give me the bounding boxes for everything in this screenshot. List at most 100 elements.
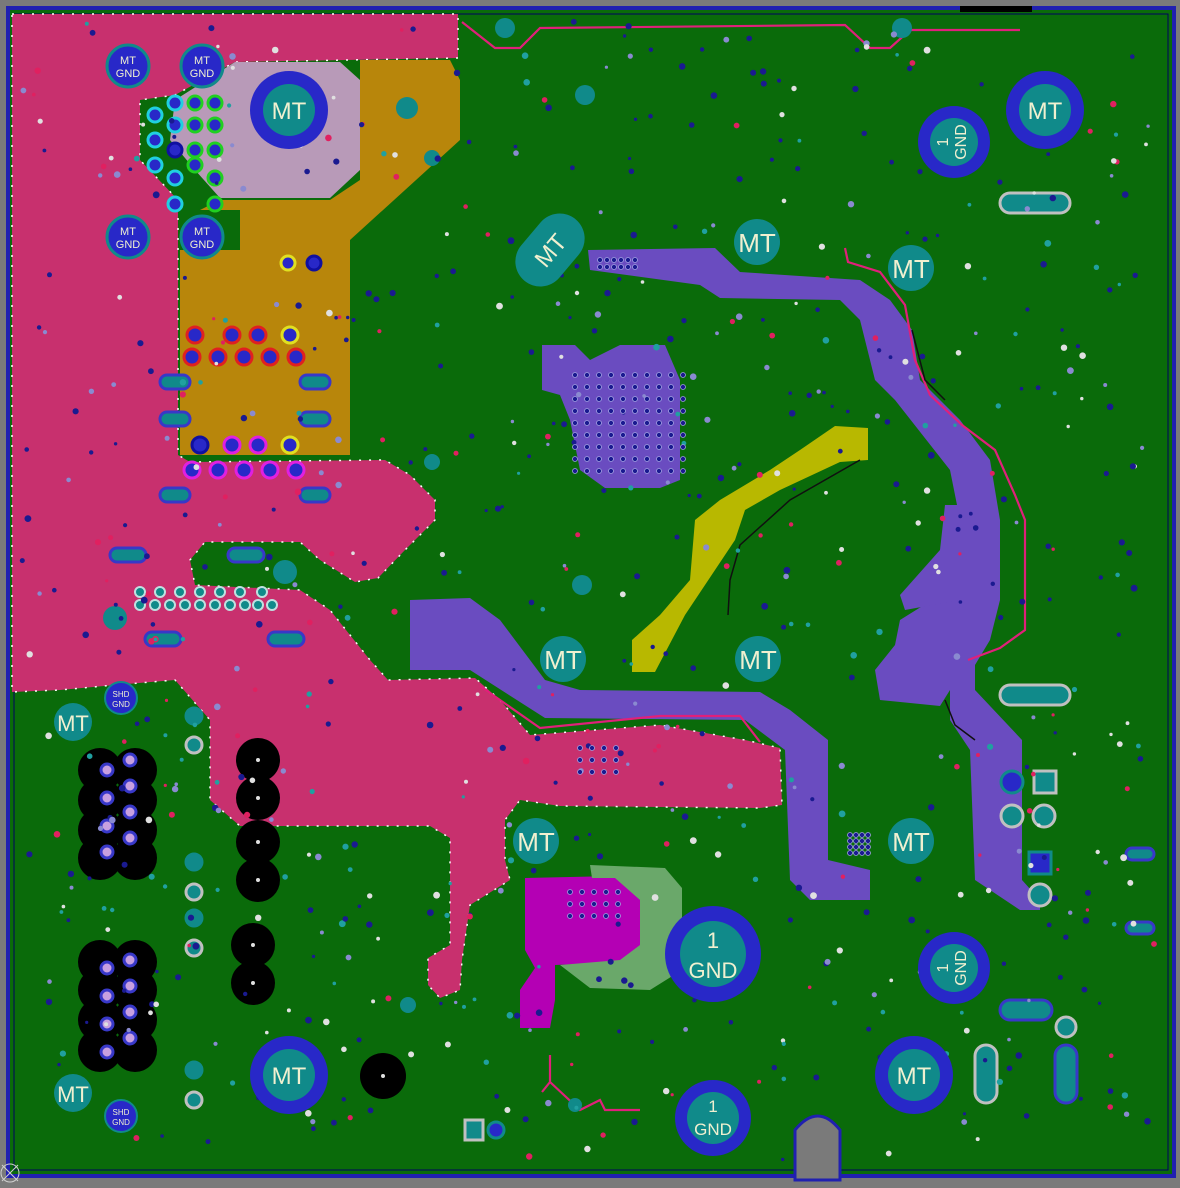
via (82, 631, 89, 639)
via (1118, 539, 1125, 546)
mt-pad-small-5[interactable]: MT (513, 818, 559, 864)
via (32, 92, 36, 97)
via (656, 743, 661, 749)
via (69, 885, 74, 890)
mt-pad-3[interactable]: MT (250, 1036, 328, 1114)
mt-pad-small-3[interactable]: MT (540, 636, 586, 682)
via (723, 563, 730, 569)
mt-pad-small-8[interactable]: MT (54, 1074, 92, 1112)
shd-gnd-pad-2[interactable]: SHD GND (104, 1099, 138, 1133)
mt-gnd-pad-4[interactable]: MT GND (179, 214, 225, 260)
via (617, 750, 624, 757)
via (915, 520, 921, 526)
pour-yellow[interactable] (632, 426, 868, 672)
via (810, 797, 815, 802)
gnd-pad-3[interactable]: 1 GND (665, 906, 761, 1002)
gnd-pad-4[interactable]: 1 GND (675, 1080, 751, 1156)
via (615, 921, 621, 927)
via-grid-dot (572, 396, 578, 402)
via-grid-dot (632, 432, 638, 438)
mt-pad-2[interactable]: MT (1006, 71, 1084, 149)
via (1103, 860, 1108, 865)
pour-purple-top[interactable] (588, 248, 1040, 910)
via (704, 416, 711, 423)
via (307, 907, 314, 913)
mt-label: MT (272, 98, 307, 125)
mt-pad-small-7[interactable]: MT (54, 703, 92, 741)
mt-gnd-pad-1[interactable]: MT GND (105, 43, 151, 89)
via (648, 113, 653, 119)
mt-pad-small-6[interactable]: MT (888, 818, 934, 864)
gnd-pad-2[interactable]: 1 GND (918, 932, 990, 1004)
mt-pad-small-4[interactable]: MT (735, 636, 781, 682)
pour-purple-right[interactable] (900, 505, 980, 610)
via (214, 779, 220, 785)
via (907, 65, 913, 72)
via (1023, 1113, 1030, 1119)
via (976, 753, 980, 757)
mt-pad-small-1[interactable]: MT (734, 219, 780, 265)
pour-lightgreen[interactable] (560, 865, 682, 990)
gnd-pad-1[interactable]: 1 GND (918, 106, 990, 178)
mt-pad-small-2[interactable]: MT (888, 245, 934, 291)
via (1110, 100, 1117, 108)
via (822, 390, 826, 395)
via (192, 942, 200, 950)
via (506, 822, 513, 828)
via (311, 954, 316, 959)
via (634, 573, 641, 580)
via (507, 237, 515, 245)
black-traces (727, 329, 976, 741)
via-grid-dot (620, 420, 626, 426)
via (222, 494, 228, 500)
via (307, 619, 313, 626)
mt-oval-pad[interactable]: MT (505, 203, 595, 296)
via (733, 122, 740, 129)
via-grid-dot (859, 850, 865, 856)
via (494, 505, 502, 512)
via (373, 296, 380, 303)
shd-gnd-pad-1[interactable]: SHD GND (104, 681, 138, 715)
via (769, 157, 775, 162)
via (24, 447, 30, 452)
via (815, 307, 820, 313)
via (227, 103, 232, 108)
via-grid-dot (584, 408, 590, 414)
via (1047, 597, 1052, 602)
via-grid-dot (584, 420, 590, 426)
via (955, 526, 961, 532)
via-grid-dot (668, 372, 674, 378)
via-grid-dot (572, 372, 578, 378)
via (61, 904, 66, 909)
via (987, 743, 994, 750)
via (84, 21, 89, 26)
via (351, 841, 358, 848)
via (1095, 849, 1100, 855)
traces[interactable] (461, 21, 1027, 1112)
via (182, 275, 187, 280)
via (905, 231, 909, 235)
mt-gnd-pad-3[interactable]: MT GND (105, 214, 151, 260)
via (889, 978, 894, 983)
pour-magenta-left[interactable] (11, 13, 783, 999)
pour-violet[interactable] (520, 876, 640, 1028)
via (85, 1020, 89, 1024)
via-grid-dot (596, 456, 602, 462)
via (487, 746, 494, 753)
via (954, 763, 960, 770)
via (216, 157, 222, 163)
via-grid-dot (847, 838, 853, 844)
via (587, 795, 593, 801)
pour-purple-lower[interactable] (410, 598, 870, 900)
mt-gnd-pad-2[interactable]: MT GND (179, 43, 225, 89)
via (296, 410, 302, 416)
mt-pad-1[interactable]: MT (250, 71, 328, 149)
via (271, 46, 279, 54)
mt-pad-4[interactable]: MT (875, 1036, 953, 1114)
via (1079, 352, 1086, 360)
pour-purple-center[interactable] (542, 345, 680, 488)
via (426, 721, 434, 729)
via (20, 87, 27, 94)
